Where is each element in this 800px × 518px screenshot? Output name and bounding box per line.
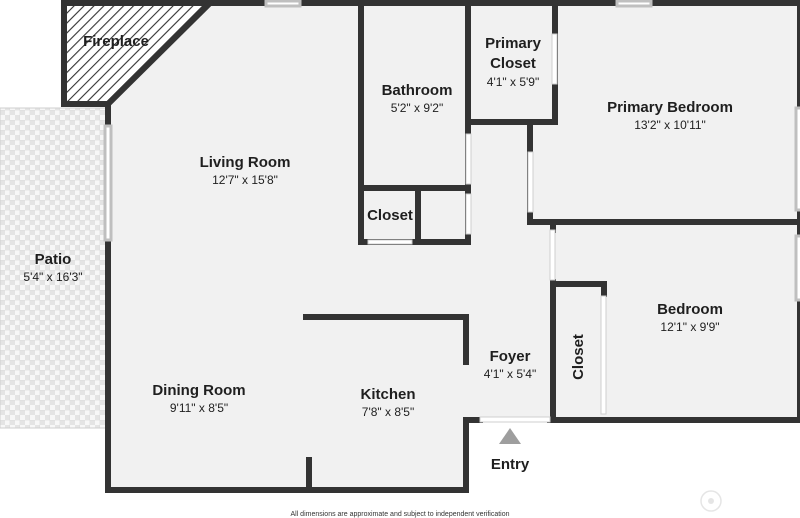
foyer-dims: 4'1" x 5'4" [484, 367, 536, 381]
bedroom-dims: 12'1" x 9'9" [660, 320, 719, 334]
bedroom-closet-label: Closet [570, 334, 587, 380]
small-closet-label: Closet [367, 207, 413, 224]
disclaimer-text: All dimensions are approximate and subje… [290, 511, 509, 518]
primary-bedroom-label: Primary Bedroom [607, 99, 733, 116]
bathroom-dims: 5'2" x 9'2" [391, 101, 443, 115]
fireplace-label: Fireplace [83, 33, 149, 50]
patio-area [0, 107, 107, 429]
patio-dims: 5'4" x 16'3" [23, 270, 82, 284]
entry-arrow-icon [499, 428, 521, 444]
watermark-logo [700, 490, 722, 512]
dining-room-label: Dining Room [152, 382, 245, 399]
primary-closet-dims: 4'1" x 5'9" [487, 75, 539, 89]
windows [103, 0, 800, 302]
kitchen-label: Kitchen [360, 386, 415, 403]
living-area-floor [108, 5, 800, 490]
primary-closet-label-line2: Closet [490, 55, 536, 72]
living-room-label: Living Room [200, 154, 291, 171]
exterior-walls [61, 0, 800, 493]
bathroom-label: Bathroom [382, 82, 453, 99]
foyer-label: Foyer [490, 348, 531, 365]
bedroom-label: Bedroom [657, 301, 723, 318]
living-room-dims: 12'7" x 15'8" [212, 173, 278, 187]
dining-room-dims: 9'11" x 8'5" [170, 401, 228, 415]
entry-label: Entry [491, 456, 530, 473]
primary-bedroom-dims: 13'2" x 10'11" [634, 118, 706, 132]
patio-label: Patio [35, 251, 72, 268]
kitchen-dims: 7'8" x 8'5" [362, 405, 414, 419]
primary-closet-label-line1: Primary [485, 35, 542, 52]
doors [367, 33, 607, 423]
fireplace-area [64, 5, 210, 104]
